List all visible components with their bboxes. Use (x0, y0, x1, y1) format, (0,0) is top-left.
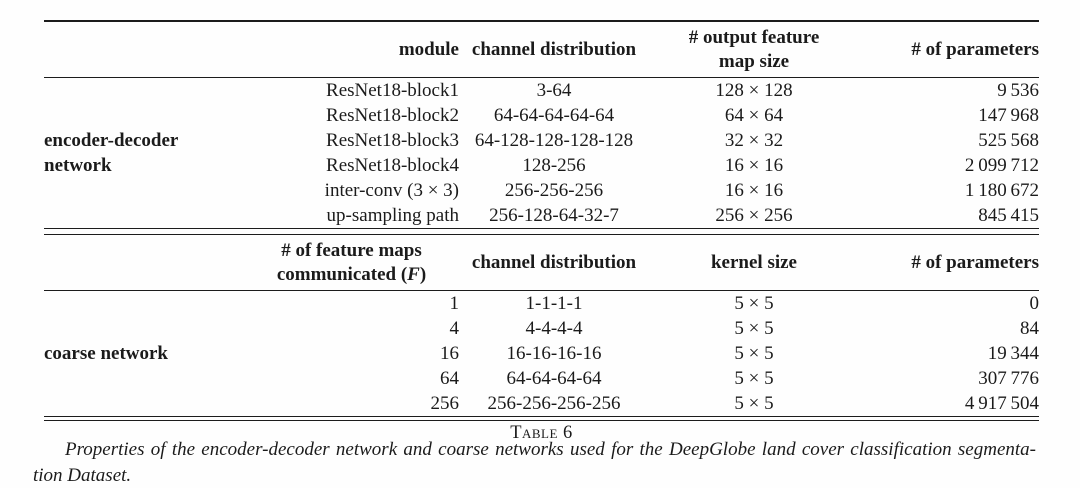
table-cell: 64-128-128-128-128 (474, 130, 634, 151)
table-row: 4 4-4-4-4 5 × 5 84 (44, 316, 1040, 341)
table-cell: ResNet18-block2 (326, 105, 459, 126)
table-caption-label: Table 6 (510, 423, 573, 443)
table-cell: 84 (1020, 318, 1039, 339)
table-row: up-sampling path 256-128-64-32-7 256 × 2… (44, 203, 1039, 229)
table-row: 16 16-16-16-16 5 × 5 19 344 (44, 341, 1039, 366)
column-header-channel-distribution: channel distribution (471, 38, 637, 60)
table-cell: 307 776 (978, 368, 1039, 389)
table-cell: 5 × 5 (734, 368, 774, 389)
encoder-decoder-section: module channel distribution # output fea… (44, 22, 1039, 229)
table-cell: 4 917 504 (964, 393, 1039, 414)
table-cell: ResNet18-block4 (326, 155, 459, 176)
table-cell: 256-256-256-256 (487, 393, 621, 414)
table-cell: 525 568 (978, 130, 1039, 151)
table-cell: 64 (440, 368, 459, 389)
table-cell: 16 × 16 (724, 155, 784, 176)
bottom-double-rule (44, 416, 1039, 421)
caption-line-1: Properties of the encoder-decoder networ… (65, 439, 1036, 460)
table-cell: ResNet18-block3 (326, 130, 459, 151)
table-cell: 4-4-4-4 (525, 318, 583, 339)
table-row: 256 256-256-256-256 5 × 5 4 917 504 (44, 391, 1040, 416)
table-cell: 4 (449, 318, 460, 339)
column-header-module: module (398, 38, 459, 60)
table-cell: ResNet18-block1 (326, 80, 459, 101)
column-header-output-feature-map-size: # output feature map size (649, 22, 859, 78)
column-header-parameters: # of parameters (911, 251, 1039, 273)
table-cell: 5 × 5 (734, 318, 774, 339)
header-row-1: module channel distribution # output fea… (44, 22, 1039, 78)
table-cell: 5 × 5 (734, 293, 774, 314)
table-cell: 1-1-1-1 (525, 293, 583, 314)
table-cell: 1 (449, 293, 460, 314)
table-cell: 256 (430, 393, 460, 414)
table-cell: 9 536 (997, 80, 1039, 101)
table-row: ResNet18-block2 64-64-64-64-64 64 × 64 1… (44, 103, 1039, 128)
table-cell: 16 × 16 (724, 180, 784, 201)
table-cell: inter-conv (3 × 3) (324, 180, 459, 201)
caption-line-2: tion Dataset. (33, 465, 132, 486)
table-row: 64 64-64-64-64 5 × 5 307 776 (44, 366, 1039, 391)
table-cell: 64-64-64-64-64 (493, 105, 615, 126)
group-label-coarse-network: coarse network (44, 343, 168, 364)
table-cell: 1 180 672 (964, 180, 1039, 201)
table-cell: 256-256-256 (504, 180, 604, 201)
table-caption-text: Properties of the encoder-decoder networ… (33, 437, 1036, 488)
table-cell: 32 × 32 (724, 130, 784, 151)
table-cell: up-sampling path (326, 205, 459, 226)
group-label-encoder-decoder: encoder-decoder network (44, 130, 179, 176)
header-line-2: communicated (F) (276, 263, 427, 285)
table-row: ResNet18-block4 128-256 16 × 16 2 099 71… (44, 153, 1039, 178)
column-header-parameters: # of parameters (911, 38, 1039, 60)
header-row-2: # of feature maps communicated (F) chann… (44, 235, 1039, 291)
table-cell: 64-64-64-64 (506, 368, 602, 389)
table-row: encoder-decoder network ResNet18-block1 … (44, 78, 1039, 176)
table-cell: 256 × 256 (715, 205, 793, 226)
variable-F: F (407, 263, 420, 285)
table-cell: 19 344 (987, 343, 1039, 364)
table-cell: 256-128-64-32-7 (489, 205, 619, 226)
table-cell: 3-64 (536, 80, 572, 101)
coarse-network-section: # of feature maps communicated (F) chann… (44, 234, 1039, 416)
header-line-1: # of feature maps (281, 239, 422, 261)
table-cell: 0 (1029, 293, 1040, 314)
table-row: inter-conv (3 × 3) 256-256-256 16 × 16 1… (44, 178, 1039, 203)
column-header-channel-distribution: channel distribution (471, 251, 637, 273)
table-cell: 2 099 712 (964, 155, 1039, 176)
table-cell: 147 968 (978, 105, 1039, 126)
empty-header-cell (44, 22, 244, 78)
table-cell: 16-16-16-16 (506, 343, 602, 364)
table-row: ResNet18-block3 64-128-128-128-128 32 × … (44, 128, 1039, 153)
table-cell: 128 × 128 (715, 80, 793, 101)
column-header-feature-maps-communicated: # of feature maps communicated (F) (244, 235, 459, 291)
table-row: coarse network 1 1-1-1-1 5 × 5 0 (44, 291, 1040, 364)
table-cell: 5 × 5 (734, 343, 774, 364)
table-cell: 5 × 5 (734, 393, 774, 414)
empty-header-cell (44, 235, 244, 291)
table-cell: 64 × 64 (724, 105, 784, 126)
header-line-2: map size (718, 50, 790, 72)
header-line-1: # output feature (688, 26, 820, 48)
table-cell: 128-256 (522, 155, 586, 176)
table-cell: 845 415 (978, 205, 1039, 226)
table-cell: 16 (440, 343, 459, 364)
column-header-kernel-size: kernel size (710, 251, 797, 273)
properties-table: module channel distribution # output fea… (44, 20, 1039, 444)
